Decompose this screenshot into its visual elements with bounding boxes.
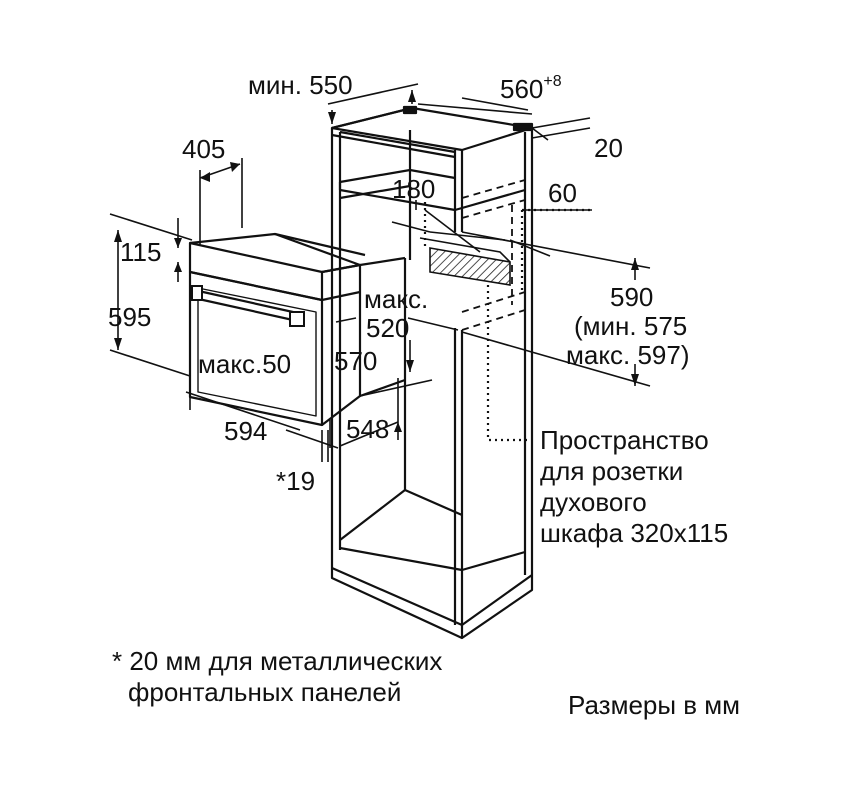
units-note: Размеры в мм xyxy=(568,690,741,720)
outlet-note-line-2: для розетки xyxy=(540,456,684,486)
footnote-line-1: * 20 мм для металлических xyxy=(112,646,443,676)
dotted-leaders xyxy=(425,202,592,440)
footnote: * 20 мм для металлических фронтальных па… xyxy=(112,646,442,708)
dim-595: 595 xyxy=(108,302,152,332)
dim-590: 590 xyxy=(610,282,654,312)
dim-60: 60 xyxy=(548,178,577,208)
arrowheads xyxy=(114,90,639,432)
outlet-note: Пространство для розетки духового шкафа … xyxy=(540,425,728,549)
cabinet xyxy=(332,105,534,638)
hidden-lines xyxy=(462,180,525,330)
dim-560-tolerance: +8 xyxy=(543,73,562,90)
dim-20: 20 xyxy=(594,133,623,163)
outlet-note-line-4: шкафа 320x115 xyxy=(540,518,729,548)
dim-548: 548 xyxy=(346,414,390,444)
outlet-space xyxy=(420,238,510,285)
dim-560: 560+8 xyxy=(500,73,562,105)
dim-594: 594 xyxy=(224,416,268,446)
dim-max-label: макс. xyxy=(364,284,429,314)
dim-405: 405 xyxy=(182,134,226,164)
dim-560-value: 560 xyxy=(500,74,544,104)
dim-570: 570 xyxy=(334,346,378,376)
footnote-line-2: фронтальных панелей xyxy=(128,677,402,707)
dim-180: 180 xyxy=(392,174,436,204)
oven xyxy=(190,234,405,425)
dim-max-597: макс. 597) xyxy=(566,340,690,370)
oven-door-handle xyxy=(191,285,305,327)
outlet-note-line-3: духового xyxy=(540,487,647,517)
dim-115: 115 xyxy=(120,237,162,267)
dim-max-50: макс.50 xyxy=(198,349,292,379)
dim-min-550: мин. 550 xyxy=(248,70,353,100)
dim-star-19: *19 xyxy=(276,466,316,496)
dim-min-575: (мин. 575 xyxy=(574,311,688,341)
outlet-note-line-1: Пространство xyxy=(540,425,709,455)
dim-520: 520 xyxy=(366,313,410,343)
